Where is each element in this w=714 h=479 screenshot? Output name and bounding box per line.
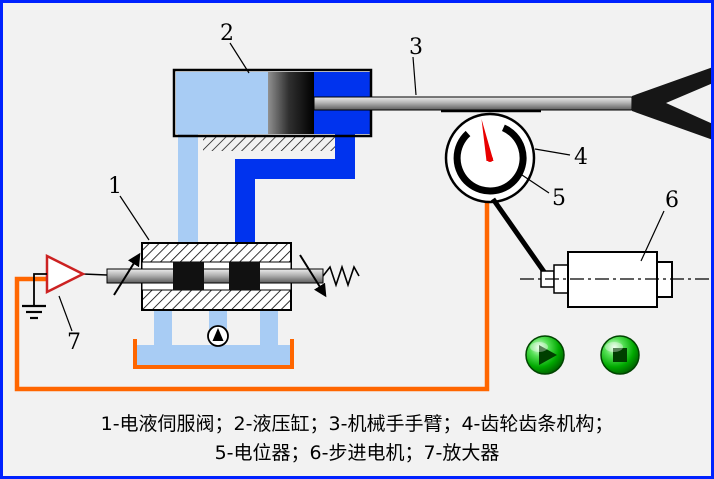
pump-arrow-icon <box>212 328 224 341</box>
cylinder-left-chamber <box>176 72 268 134</box>
label-rack-pinion: 4 <box>574 145 588 170</box>
play-button-highlight <box>530 342 548 352</box>
link-arm <box>490 197 550 278</box>
ground-icon <box>22 304 46 320</box>
leader-servo-valve <box>119 195 150 241</box>
label-amplifier: 7 <box>67 330 81 355</box>
return-pipe-left <box>154 309 172 347</box>
gripper <box>632 67 711 140</box>
valve-spool <box>106 268 324 284</box>
play-icon <box>539 345 557 365</box>
amp-output-wire <box>82 273 108 276</box>
label-arm: 3 <box>409 35 423 60</box>
valve-land-right <box>229 262 260 290</box>
legend-caption: 1-电液伺服阀；2-液压缸；3-机械手手臂；4-齿轮齿条机构； 5-电位器；6-… <box>3 407 711 469</box>
caption-line-1: 1-电液伺服阀；2-液压缸；3-机械手手臂；4-齿轮齿条机构； <box>100 413 614 435</box>
piston <box>268 72 314 134</box>
tank-fluid <box>137 345 290 366</box>
pipe-cylinder-left <box>178 134 198 244</box>
valve-arrow-left-icon <box>113 252 141 296</box>
stop-button[interactable] <box>600 335 640 375</box>
dial-needle-hub <box>487 156 493 162</box>
leader-cylinder <box>229 42 250 74</box>
caption-line-2: 5-电位器；6-步进电机；7-放大器 <box>214 442 500 465</box>
dial-needle <box>481 119 494 161</box>
manipulator-arm <box>313 96 633 111</box>
leader-amplifier <box>58 295 73 332</box>
valve-spring-icon <box>322 264 360 288</box>
label-stepper-motor: 6 <box>665 188 679 213</box>
diagram: 1 2 3 4 5 6 7 <box>14 21 711 392</box>
play-button[interactable] <box>525 335 565 375</box>
stop-icon <box>613 348 627 362</box>
leader-potentiometer <box>518 172 550 194</box>
stop-button-highlight <box>605 342 623 352</box>
leader-rack-pinion <box>534 148 571 156</box>
label-servo-valve: 1 <box>108 174 122 199</box>
pipe-cylinder-right <box>235 134 355 244</box>
cylinder-mount-hatch <box>203 136 349 151</box>
leader-stepper-motor <box>640 210 665 262</box>
dial-arc <box>453 124 527 195</box>
label-potentiometer: 5 <box>552 186 566 211</box>
amplifier-triangle <box>45 253 86 295</box>
return-pipe-right <box>260 309 278 347</box>
feedback-wire <box>14 201 490 392</box>
valve-land-left <box>173 262 204 290</box>
pump-pipe <box>209 309 227 329</box>
label-cylinder: 2 <box>220 21 234 46</box>
tank-outline <box>133 339 294 369</box>
valve-arrow-right-icon <box>299 254 327 298</box>
leader-arm <box>412 56 417 96</box>
amp-input-wire <box>33 273 47 305</box>
